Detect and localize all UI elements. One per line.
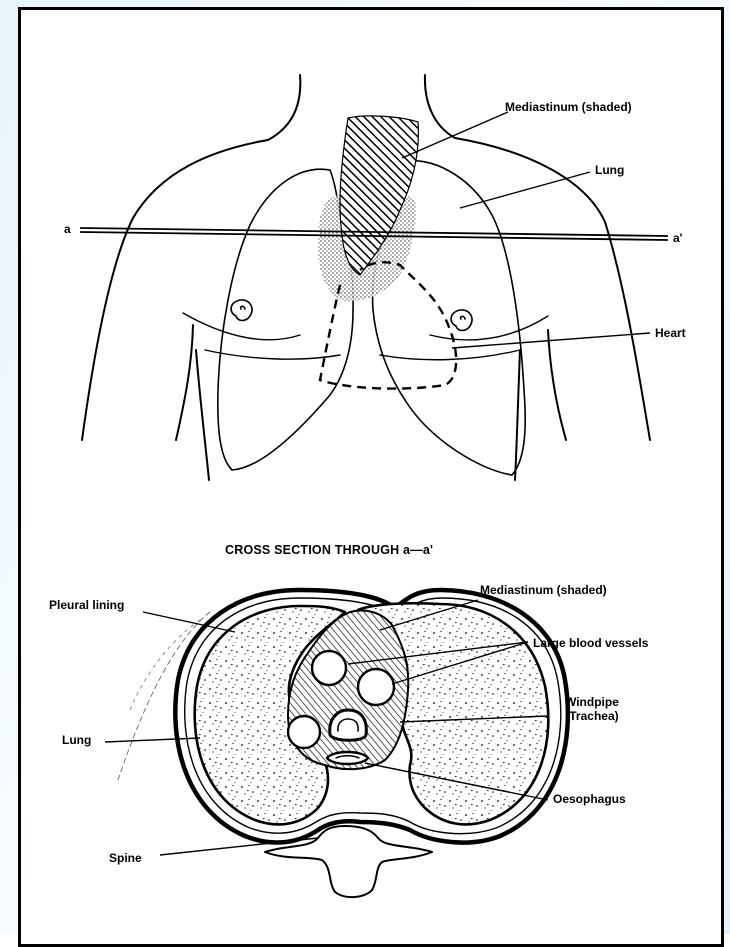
section-title: CROSS SECTION THROUGH a—a' xyxy=(225,543,433,557)
left-nipple xyxy=(231,300,252,321)
right-pectoral-line xyxy=(430,316,548,340)
label-point-a-prime: a' xyxy=(673,231,683,245)
right-shoulder-outline xyxy=(455,138,650,440)
neck-right-outline xyxy=(425,75,455,138)
label-pleural-lining: Pleural lining xyxy=(49,598,124,612)
oesophagus-section xyxy=(327,752,368,764)
lower-chest-line-right xyxy=(380,350,520,360)
neck-left-outline xyxy=(268,75,300,140)
leader-heart xyxy=(452,333,650,348)
left-shoulder-outline xyxy=(82,140,268,440)
trachea-section xyxy=(330,710,367,740)
left-pectoral-line xyxy=(183,313,300,340)
label-mediastinum-bottom: Mediastinum (shaded) xyxy=(480,583,607,597)
lower-chest-line xyxy=(205,350,340,359)
label-windpipe: Windpipe (Trachea) xyxy=(565,695,619,723)
label-windpipe-line2: (Trachea) xyxy=(565,709,619,723)
label-mediastinum-top: Mediastinum (shaded) xyxy=(505,100,632,114)
label-heart: Heart xyxy=(655,326,686,340)
leader-lung-top xyxy=(460,172,590,208)
cross-section xyxy=(118,590,568,897)
left-inner-arm xyxy=(176,325,193,440)
label-oesophagus: Oesophagus xyxy=(553,792,626,806)
label-windpipe-line1: Windpipe xyxy=(565,695,619,709)
blood-vessel-right xyxy=(358,669,394,705)
right-inner-arm xyxy=(548,330,566,440)
label-lung-bottom: Lung xyxy=(62,733,91,747)
right-nipple xyxy=(451,310,472,331)
label-point-a: a xyxy=(64,222,71,236)
top-leader-lines xyxy=(402,112,650,348)
label-large-blood-vessels: Large blood vessels xyxy=(533,636,648,650)
label-lung-top: Lung xyxy=(595,163,624,177)
label-spine: Spine xyxy=(109,851,142,865)
left-side-body xyxy=(196,350,209,480)
blood-vessel-lower xyxy=(288,716,320,748)
blood-vessel-upper xyxy=(312,651,346,685)
